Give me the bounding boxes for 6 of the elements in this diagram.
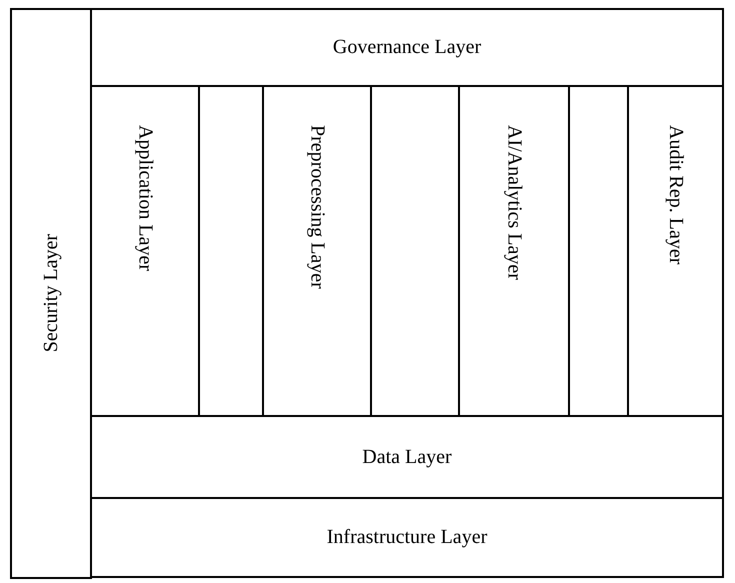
security-layer-band: Security Layer	[10, 8, 92, 579]
governance-layer-band: Governance Layer	[90, 8, 724, 87]
spacer-panel	[198, 85, 264, 417]
spacer-panel	[568, 85, 629, 417]
spacer-panel	[370, 85, 460, 417]
infrastructure-layer-band: Infrastructure Layer	[90, 497, 724, 578]
